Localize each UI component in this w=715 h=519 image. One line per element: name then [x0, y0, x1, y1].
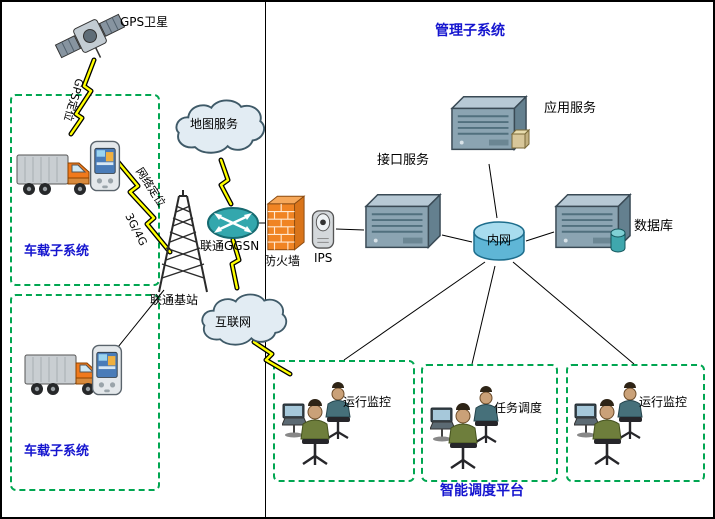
task-dispatch-label: 任务调度: [494, 401, 543, 415]
pda-phone-icon: [88, 140, 122, 192]
gps-satellite-label: GPS卫星: [120, 15, 169, 29]
database-label: 数据库: [634, 219, 674, 234]
vehicle-subsystem-box-bottom: [10, 294, 160, 491]
vehicle-subsystem-top-label: 车载子系统: [24, 244, 90, 259]
workstation-group-icon: [282, 380, 358, 468]
map-service-label: 地图服务: [190, 117, 239, 131]
router-icon: [206, 206, 260, 240]
interface-server-icon: [364, 192, 442, 254]
gps-satellite-icon: [54, 6, 126, 68]
region-divider: [265, 2, 266, 517]
monitor-right-box: [566, 364, 705, 482]
pda-phone-icon: [90, 344, 124, 396]
intranet-cylinder-icon: [473, 221, 525, 261]
ggsn-router-label: 联通GGSN: [200, 239, 260, 253]
management-subsystem-title: 管理子系统: [435, 23, 505, 39]
workstation-group-icon: [574, 380, 650, 468]
internet-label: 互联网: [215, 315, 252, 329]
intranet-label: 内网: [486, 233, 511, 247]
ips-device-icon: [310, 208, 336, 250]
vehicle-subsystem-bottom-label: 车载子系统: [24, 444, 90, 459]
monitor-right-label: 运行监控: [639, 395, 688, 409]
ips-label: IPS: [314, 251, 333, 265]
database-cylinder-icon: [610, 228, 626, 254]
storage-box-icon: [510, 128, 530, 150]
workstation-group-icon: [430, 384, 506, 472]
firewall-label: 防火墙: [264, 254, 301, 268]
task-dispatch-box: [421, 364, 558, 482]
monitor-left-box: [273, 360, 415, 482]
app-service-label: 应用服务: [544, 101, 597, 116]
interface-service-label: 接口服务: [377, 153, 430, 168]
base-station-label: 联通基站: [150, 293, 199, 307]
truck-icon: [16, 148, 96, 202]
firewall-icon: [264, 194, 306, 252]
dispatch-platform-title: 智能调度平台: [440, 483, 524, 499]
monitor-left-label: 运行监控: [343, 395, 392, 409]
